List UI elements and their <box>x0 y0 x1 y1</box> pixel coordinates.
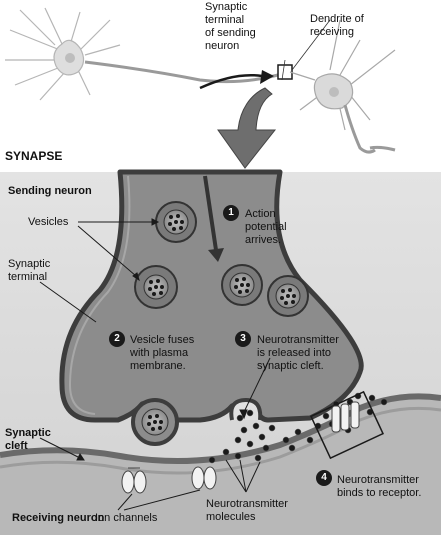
step-1-text: Action potential arrives. <box>245 208 287 246</box>
step-3-badge: 3 <box>235 331 251 347</box>
action-potential-arrow <box>203 175 218 251</box>
terminal-inner-outline <box>68 175 131 415</box>
ion-channels-label: Ion channels <box>95 512 158 524</box>
receiving-membrane <box>0 393 441 464</box>
ion-channel <box>121 467 147 494</box>
terminal-leader-top <box>281 59 286 81</box>
step-2-badge: 2 <box>109 331 125 347</box>
receiving-neuron-illustration <box>289 19 396 154</box>
sending-neuron-illustration <box>5 7 279 101</box>
synaptic-cleft-label: Synaptic cleft <box>5 427 51 452</box>
dendrite-top-label: Dendrite of receiving <box>310 13 364 38</box>
synaptic-terminal-top-label: Synaptic terminal of sending neuron <box>205 1 256 52</box>
direction-arrowhead <box>260 70 274 84</box>
receiving-neuron-body <box>0 396 441 535</box>
synaptic-terminal-label: Synaptic terminal <box>8 258 51 283</box>
direction-arrow <box>199 73 263 90</box>
vesicles-label: Vesicles <box>28 216 69 228</box>
receiving-membrane-inner <box>0 406 441 475</box>
step-4-text: Neurotransmitter binds to receptor. <box>337 474 422 499</box>
fusing-vesicle <box>131 398 179 446</box>
vesicle <box>267 275 309 317</box>
zoom-arrow <box>217 87 277 169</box>
synaptic-terminal-shape <box>59 169 364 423</box>
receptor-box <box>310 390 384 460</box>
vesicle <box>155 201 197 243</box>
step-1-badge: 1 <box>223 205 239 221</box>
vesicle <box>134 265 178 309</box>
dendrite-leader-top <box>291 19 331 71</box>
step-2-text: Vesicle fuses with plasma membrane. <box>130 334 195 372</box>
step-4-badge: 4 <box>316 470 332 486</box>
receptor-bound <box>331 401 360 433</box>
step-3-text: Neurotransmitter is released into synapt… <box>257 334 339 372</box>
section-title: SYNAPSE <box>5 149 63 163</box>
ion-channel <box>191 466 217 490</box>
zoom-box <box>277 64 293 80</box>
sending-neuron-label: Sending neuron <box>8 185 92 197</box>
receiving-neuron-label: Receiving neuron <box>12 512 105 524</box>
action-potential-arrowhead <box>208 248 224 262</box>
leader-lines <box>39 218 271 511</box>
neurotransmitter-molecules-label: Neurotransmitter molecules <box>206 498 288 523</box>
vesicle <box>221 264 263 306</box>
